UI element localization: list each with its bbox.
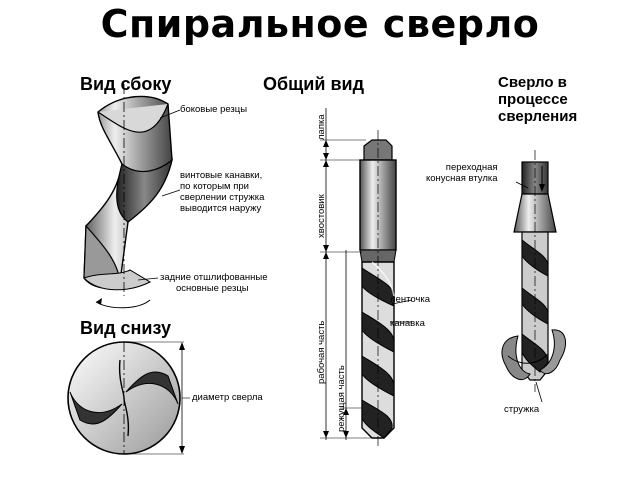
side-view-drill <box>83 84 173 309</box>
label-grooves: винтовые канавки, по которым при сверлен… <box>180 170 264 214</box>
label-land: ленточка <box>390 294 430 305</box>
bottom-view-heading: Вид снизу <box>80 318 171 338</box>
drilling-process-drill <box>501 150 567 392</box>
page-title: Спиральное сверло <box>100 2 540 46</box>
label-cutting-part: режущая часть <box>336 365 347 432</box>
label-sleeve: переходная конусная втулка <box>426 162 498 184</box>
drilling-view-heading: Сверло в процессе сверления <box>498 74 577 125</box>
general-view-drill <box>359 130 397 448</box>
label-working-part: рабочая часть <box>316 320 327 384</box>
label-rear-cutters: задние отшлифованные основные резцы <box>160 272 267 294</box>
drilling-heading-line: сверления <box>498 108 578 125</box>
label-diameter: диаметр сверла <box>192 392 263 403</box>
label-grooves-line: винтовые канавки, <box>180 170 263 181</box>
label-rear-cutters-line: основные резцы <box>176 283 249 294</box>
label-flute: канавка <box>390 318 425 329</box>
drilling-heading-line: Сверло в <box>498 74 567 91</box>
bottom-view-drill <box>67 341 190 455</box>
label-rear-cutters-line: задние отшлифованные <box>160 272 268 283</box>
drilling-heading-line: процессе <box>498 91 568 108</box>
label-sleeve-line: конусная втулка <box>426 173 498 184</box>
label-grooves-line: сверлении стружка <box>180 192 265 203</box>
label-chip: стружка <box>504 404 540 415</box>
label-grooves-line: выводится наружу <box>180 203 262 214</box>
side-view-heading: Вид сбоку <box>80 74 172 94</box>
label-shank: хвостовик <box>316 194 327 238</box>
label-tang: лапка <box>316 114 327 140</box>
label-sleeve-line: переходная <box>445 162 498 173</box>
dimension-lines <box>320 108 372 440</box>
label-grooves-line: по которым при <box>180 181 249 192</box>
label-side-cutters: боковые резцы <box>180 104 248 115</box>
general-view-heading: Общий вид <box>263 74 364 94</box>
